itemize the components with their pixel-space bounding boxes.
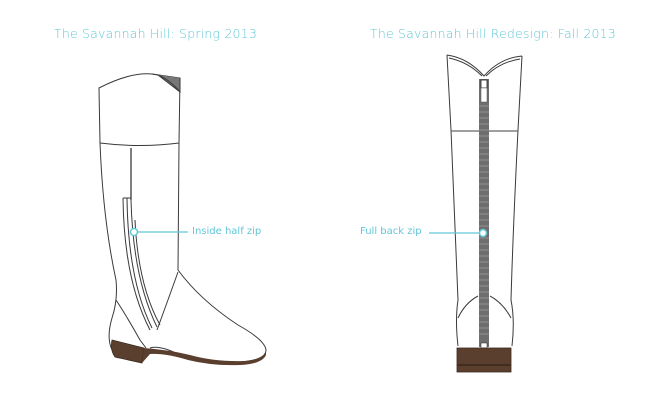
right-callout-dot: [478, 228, 488, 238]
left-boot: [98, 73, 267, 363]
inside-half-zip-label: Inside half zip: [192, 226, 262, 237]
full-back-zip-label: Full back zip: [360, 226, 422, 237]
right-boot: [446, 54, 523, 347]
zipper-pull: [480, 79, 488, 89]
right-boot-heel: [456, 347, 512, 373]
zipper-teeth: [479, 105, 489, 335]
right-panel-title: The Savannah Hill Redesign: Fall 2013: [370, 26, 616, 41]
left-boot-heel: [111, 339, 145, 364]
left-boot-sole: [142, 348, 266, 366]
back-zipper: [479, 79, 489, 347]
left-panel-title: The Savannah Hill: Spring 2013: [54, 26, 257, 41]
left-callout-dot: [129, 227, 139, 237]
